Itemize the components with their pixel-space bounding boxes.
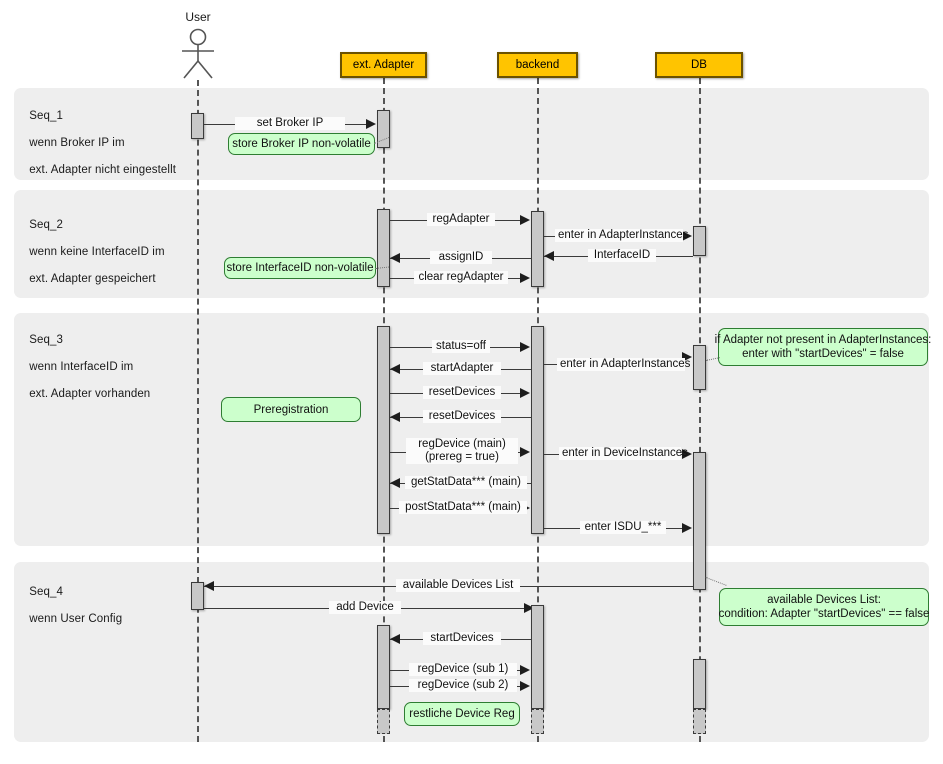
message-arrowhead-start-devices bbox=[390, 634, 400, 644]
activation-db-seq4 bbox=[693, 659, 706, 709]
message-arrowhead-enter-adapterinstances-seq2 bbox=[682, 231, 692, 241]
message-label-available-devices-list: available Devices List bbox=[396, 579, 520, 592]
fragment-cond1-seq2: wenn keine InterfaceID im bbox=[29, 245, 165, 258]
message-arrowhead-assign-id bbox=[390, 253, 400, 263]
message-label-reset-devices-2: resetDevices bbox=[423, 410, 501, 423]
actor-stick-figure-icon bbox=[182, 28, 214, 79]
message-label-get-stat-data: getStatData*** (main) bbox=[405, 476, 527, 489]
note-restliche-device-reg: restliche Device Reg bbox=[404, 702, 520, 726]
participant-header-adapter[interactable]: ext. Adapter bbox=[340, 52, 427, 78]
message-arrowhead-enter-adapterinstances-seq3 bbox=[682, 352, 692, 362]
fragment-cond2-seq3: ext. Adapter vorhanden bbox=[29, 387, 151, 400]
participant-header-db[interactable]: DB bbox=[655, 52, 743, 78]
fragment-cond1-seq3: wenn InterfaceID im bbox=[29, 360, 134, 373]
activation-db-seq4-continued bbox=[693, 709, 706, 734]
activation-backend-seq4 bbox=[531, 605, 544, 709]
activation-adapter-seq2 bbox=[377, 209, 390, 287]
activation-user-seq1 bbox=[191, 113, 204, 139]
fragment-label-seq4: Seq_4 wenn User Config bbox=[16, 572, 122, 640]
actor-label-user: User bbox=[185, 10, 211, 24]
activation-adapter-seq4-continued bbox=[377, 709, 390, 734]
activation-user-seq4 bbox=[191, 582, 204, 610]
activation-db-seq3-b bbox=[693, 452, 706, 590]
fragment-label-seq1: Seq_1 wenn Broker IP im ext. Adapter nic… bbox=[16, 96, 176, 191]
message-arrowhead-available-devices-list bbox=[204, 581, 214, 591]
fragment-label-seq3: Seq_3 wenn InterfaceID im ext. Adapter v… bbox=[16, 320, 150, 415]
message-arrowhead-enter-deviceinstances bbox=[682, 449, 692, 459]
message-arrowhead-clear-reg-adapter bbox=[520, 273, 530, 283]
lifeline-db bbox=[699, 78, 701, 742]
message-label-post-stat-data: postStatData*** (main) bbox=[399, 501, 527, 514]
note-store-interfaceid: store InterfaceID non-volatile bbox=[224, 257, 376, 279]
message-arrowhead-reg-device-main bbox=[520, 447, 530, 457]
message-label-enter-adapterinstances-seq3: enter in AdapterInstances bbox=[557, 358, 690, 371]
fragment-cond2-seq1: ext. Adapter nicht eingestellt bbox=[29, 163, 177, 176]
fragment-name-seq3: Seq_3 bbox=[29, 333, 63, 346]
fragment-cond1-seq4: wenn User Config bbox=[29, 612, 123, 625]
message-arrowhead-get-stat-data bbox=[390, 478, 400, 488]
message-arrowhead-start-adapter bbox=[390, 364, 400, 374]
message-label-reset-devices-1: resetDevices bbox=[423, 386, 501, 399]
note-available-devices-list: available Devices List: condition: Adapt… bbox=[719, 588, 929, 626]
message-arrowhead-status-off bbox=[520, 342, 530, 352]
activation-backend-seq4-continued bbox=[531, 709, 544, 734]
fragment-name-seq4: Seq_4 bbox=[29, 585, 63, 598]
note-store-broker-ip: store Broker IP non-volatile bbox=[228, 133, 375, 155]
message-label-reg-adapter: regAdapter bbox=[427, 213, 495, 226]
fragment-band-seq1 bbox=[14, 88, 929, 180]
message-arrowhead-reg-device-sub1 bbox=[520, 665, 530, 675]
fragment-cond2-seq2: ext. Adapter gespeichert bbox=[29, 272, 156, 285]
message-label-enter-deviceinstances: enter in DeviceInstances bbox=[559, 447, 688, 460]
message-label-reg-device-sub2: regDevice (sub 2) bbox=[409, 679, 517, 692]
message-label-enter-adapterinstances-seq2: enter in AdapterInstances bbox=[555, 229, 688, 242]
message-label-start-devices: startDevices bbox=[423, 632, 501, 645]
note-adapter-not-present: if Adapter not present in AdapterInstanc… bbox=[715, 328, 931, 366]
fragment-cond1-seq1: wenn Broker IP im bbox=[29, 136, 125, 149]
message-label-reg-device-sub1: regDevice (sub 1) bbox=[409, 663, 517, 676]
message-arrowhead-reg-adapter bbox=[520, 215, 530, 225]
message-label-enter-isdu: enter ISDU_*** bbox=[580, 521, 666, 534]
message-label-assign-id: assignID bbox=[430, 251, 492, 264]
message-arrowhead-enter-isdu bbox=[682, 523, 692, 533]
activation-backend-seq3 bbox=[531, 326, 544, 534]
message-label-start-adapter: startAdapter bbox=[423, 362, 501, 375]
note-preregistration: Preregistration bbox=[221, 397, 361, 422]
activation-adapter-seq1 bbox=[377, 110, 390, 148]
lifeline-user bbox=[197, 80, 199, 742]
fragment-label-seq2: Seq_2 wenn keine InterfaceID im ext. Ada… bbox=[16, 205, 165, 300]
message-label-status-off: status=off bbox=[432, 340, 490, 353]
activation-adapter-seq4 bbox=[377, 625, 390, 709]
message-arrowhead-add-device bbox=[524, 603, 534, 613]
participant-header-backend[interactable]: backend bbox=[497, 52, 578, 78]
message-arrowhead-interface-id bbox=[544, 251, 554, 261]
message-label-set-broker-ip: set Broker IP bbox=[235, 117, 345, 130]
message-label-reg-device-main: regDevice (main) (prereg = true) bbox=[406, 438, 518, 464]
message-label-interface-id: InterfaceID bbox=[588, 249, 656, 262]
activation-adapter-seq3 bbox=[377, 326, 390, 534]
message-arrowhead-set-broker-ip bbox=[366, 119, 376, 129]
message-arrowhead-reg-device-sub2 bbox=[520, 681, 530, 691]
activation-db-seq2 bbox=[693, 226, 706, 256]
activation-db-seq3-a bbox=[693, 345, 706, 390]
message-label-add-device: add Device bbox=[329, 601, 401, 614]
fragment-name-seq1: Seq_1 bbox=[29, 109, 63, 122]
fragment-name-seq2: Seq_2 bbox=[29, 218, 63, 231]
message-label-clear-reg-adapter: clear regAdapter bbox=[414, 271, 508, 284]
activation-backend-seq2 bbox=[531, 211, 544, 287]
message-arrowhead-reset-devices-1 bbox=[520, 388, 530, 398]
message-arrowhead-reset-devices-2 bbox=[390, 412, 400, 422]
